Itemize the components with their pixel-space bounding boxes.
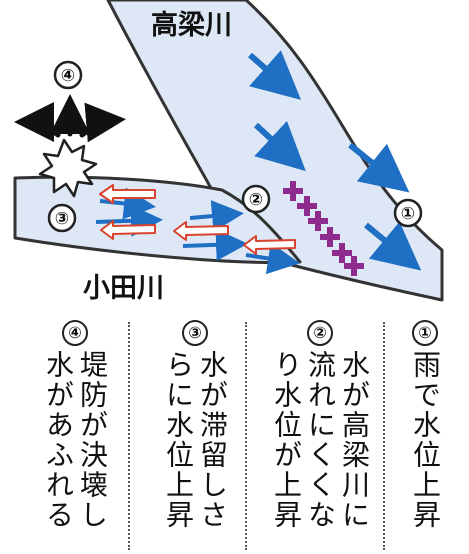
barrier-cross [308, 211, 328, 231]
svg-text:②: ② [249, 190, 263, 210]
legend-item-2: ② 水が高梁川に 流れにくくな り水位が上昇 [260, 320, 380, 550]
marker-1: ① [393, 198, 423, 228]
legend-line: らに水位上昇 [162, 350, 195, 530]
flow-arrow [248, 50, 302, 100]
overflow-arrow-right [79, 102, 126, 143]
legend-number: ② [307, 320, 333, 346]
legend-line: 堤防が決壊し [76, 350, 109, 530]
breach-burst-icon [38, 138, 98, 198]
legend-text: 堤防が決壊し 水があふれる [41, 350, 109, 550]
barrier-cross [320, 227, 340, 247]
flow-arrow [253, 120, 306, 172]
flow-arrow [245, 242, 300, 275]
legend-line: 水が高梁川に [338, 350, 371, 530]
legend-item-3: ③ 水が滞留しさ らに水位上昇 [150, 320, 240, 550]
backflow-arrow [99, 184, 156, 204]
barrier-cross [332, 243, 352, 263]
backflow-arrow [243, 235, 296, 255]
barrier [283, 181, 364, 276]
oda-river-label: 小田川 [83, 273, 164, 304]
marker-4: ④ [53, 60, 83, 90]
legend-text: 水が滞留しさ らに水位上昇 [161, 350, 229, 550]
legend-line: り水位が上昇 [270, 350, 303, 530]
legend-divider [128, 322, 130, 550]
marker-3: ③ [47, 203, 77, 233]
backflow-arrows [99, 184, 296, 255]
overflow-arrow-left [14, 102, 61, 143]
legend-number: ④ [62, 320, 88, 346]
legend-line: 水があふれる [42, 350, 75, 530]
legend-item-4: ④ 堤防が決壊し 水があふれる [30, 320, 120, 550]
flow-arrow [364, 221, 422, 271]
barrier-cross [344, 256, 364, 276]
barrier-cross [283, 181, 303, 201]
flow-arrows [248, 50, 422, 271]
river-diagram: 高梁川 小田川 [13, 0, 444, 304]
legend-line: 雨で水位上昇 [409, 350, 442, 530]
legend-number: ③ [182, 320, 208, 346]
flow-arrow [182, 228, 248, 261]
legend-line: 流れにくくな [304, 350, 337, 530]
legend-text: 雨で水位上昇 [408, 350, 442, 550]
svg-text:①: ① [401, 204, 415, 224]
backflow-arrow [100, 220, 156, 240]
legend-line: 水が滞留しさ [196, 350, 229, 530]
legend-text: 水が高梁川に 流れにくくな り水位が上昇 [269, 350, 371, 550]
legend-divider [245, 322, 247, 550]
legend-divider [383, 322, 385, 550]
flow-arrow [189, 200, 244, 233]
flow-arrow [95, 204, 163, 237]
backflow-arrow [173, 221, 229, 241]
legend-item-1: ① 雨で水位上昇 [395, 320, 455, 550]
barrier-cross [297, 196, 317, 216]
marker-2: ② [241, 184, 271, 214]
legend-number: ① [412, 320, 438, 346]
overflow-arrows [14, 94, 126, 143]
svg-text:③: ③ [55, 209, 69, 229]
oda-flow-arrows [95, 187, 300, 275]
flow-arrow [348, 142, 410, 193]
takahashi-river-label: 高梁川 [151, 9, 232, 41]
svg-text:④: ④ [61, 66, 75, 86]
